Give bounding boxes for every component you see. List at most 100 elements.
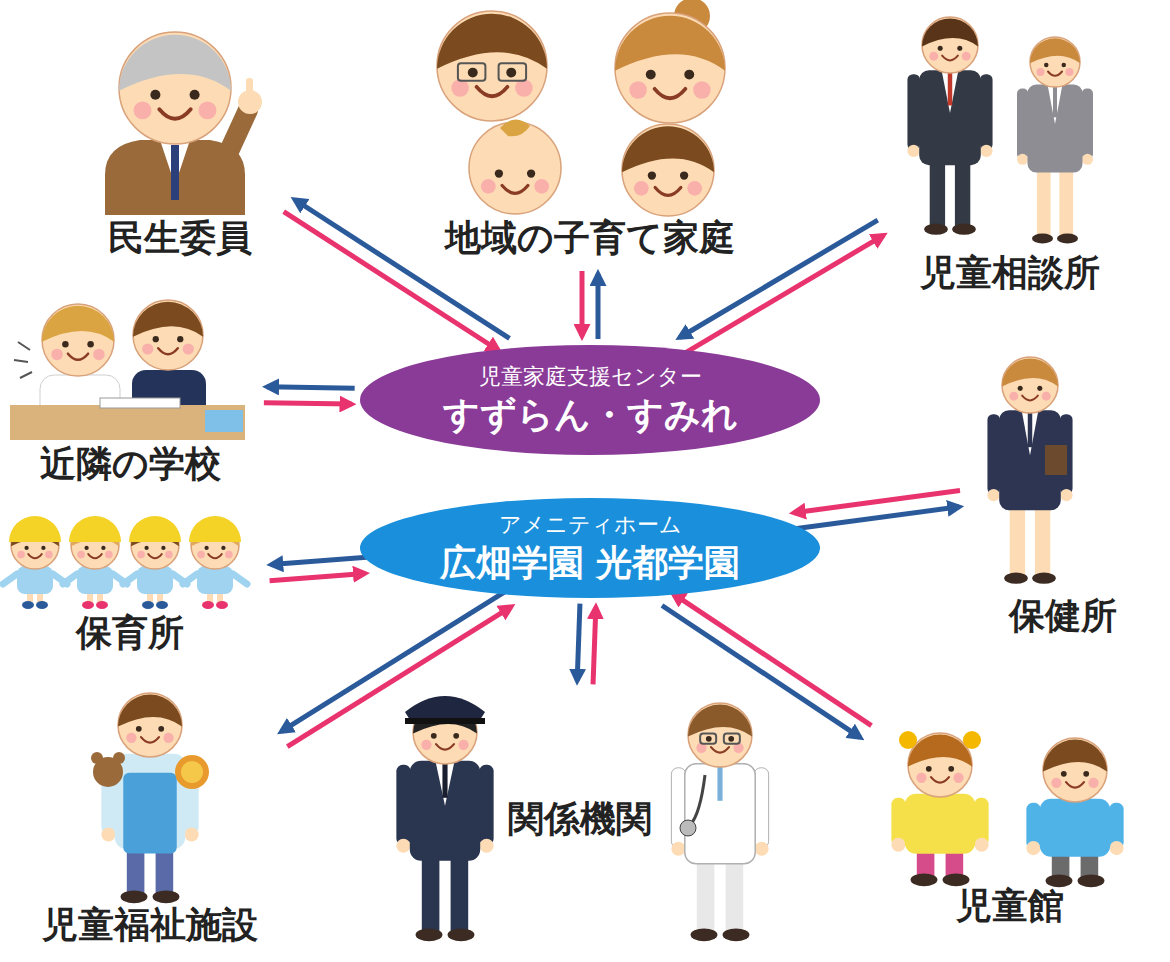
cap-brim [405, 718, 485, 724]
body [905, 794, 975, 854]
arm [183, 574, 247, 584]
cheek [1066, 68, 1074, 76]
hat [9, 516, 61, 542]
arm [671, 768, 685, 848]
body [685, 764, 755, 864]
motion-lines [14, 342, 32, 378]
face [42, 304, 114, 376]
hand [671, 842, 685, 856]
body [410, 761, 480, 861]
arm [754, 768, 768, 848]
hair [500, 119, 530, 136]
eye [506, 68, 516, 78]
center-subtitle: アメニティホーム [499, 511, 682, 540]
smile [148, 554, 161, 558]
hand [755, 842, 769, 856]
hair [1002, 358, 1058, 386]
nurse-illustration [987, 357, 1072, 584]
hair-tie [963, 731, 981, 749]
arrow-connector [287, 607, 511, 747]
hair [1030, 38, 1080, 63]
leg [1010, 506, 1025, 578]
arm [63, 574, 127, 584]
face [1030, 37, 1080, 87]
hair [908, 735, 972, 767]
eye [1037, 386, 1042, 391]
eye [648, 171, 656, 179]
partner-label: 児童相談所 [887, 252, 1133, 293]
partner-label: 保健所 [967, 595, 1158, 636]
face [133, 300, 203, 370]
leg [1059, 169, 1073, 239]
arrow-connector [271, 557, 366, 564]
ellipse-fill [360, 345, 820, 455]
center-ellipse: アメニティホーム広畑学園 光都学園 [360, 498, 820, 598]
eye [1061, 771, 1067, 777]
shoe [1004, 573, 1028, 584]
hand [101, 828, 115, 842]
partner-group: 児童相談所 [887, 5, 1133, 297]
eye [144, 546, 148, 550]
shoe [36, 601, 48, 609]
shoe [952, 224, 976, 235]
shoe [943, 873, 970, 886]
arrow-connector [673, 594, 871, 726]
arm [987, 414, 1000, 494]
shoe [723, 928, 750, 941]
cheek [629, 81, 647, 99]
hand [1082, 154, 1093, 165]
arrow-connector [264, 403, 352, 404]
eye [680, 171, 688, 179]
hand [1110, 841, 1124, 855]
shoe [96, 601, 108, 609]
smile [942, 56, 958, 61]
arm [1017, 89, 1028, 159]
arm [123, 574, 187, 584]
cheek [693, 81, 711, 99]
smile [502, 185, 528, 193]
finger [246, 78, 253, 100]
cheek [953, 773, 963, 783]
partner-label: 関係機関 [382, 798, 778, 839]
eye [957, 46, 962, 51]
smock [77, 566, 113, 594]
tie [442, 763, 447, 798]
hair [133, 302, 203, 337]
eye [87, 341, 93, 347]
cheek [183, 343, 194, 354]
hand [480, 839, 494, 853]
cheek [962, 52, 971, 61]
lion-puppet [181, 761, 203, 783]
cheek [481, 179, 496, 194]
eye [1062, 63, 1067, 68]
kids-illustration [891, 731, 1123, 887]
tie [1028, 412, 1032, 447]
eye [1044, 63, 1049, 68]
eye [62, 341, 68, 347]
cheek [225, 551, 233, 559]
eye [926, 766, 932, 772]
body [1028, 85, 1083, 173]
smile [28, 554, 41, 558]
center-name: すずらん・すみれ [443, 392, 738, 437]
children-illustration [3, 516, 247, 609]
eye [453, 733, 459, 739]
smile [436, 744, 454, 749]
shoe [1032, 573, 1056, 584]
eye [150, 90, 160, 100]
face [908, 733, 972, 797]
cheek [534, 179, 549, 194]
tie [1053, 87, 1057, 118]
cheek [458, 740, 468, 750]
eye [158, 726, 164, 732]
center-subtitle: 児童家庭支援センター [479, 363, 702, 392]
body [919, 70, 981, 165]
hair [622, 126, 714, 172]
apron [123, 773, 177, 854]
partner-group: 民生委員 [77, 5, 283, 265]
eye [728, 736, 734, 742]
eye [177, 336, 183, 342]
cheek [17, 551, 25, 559]
arm [980, 74, 993, 150]
cheek [1042, 392, 1051, 401]
